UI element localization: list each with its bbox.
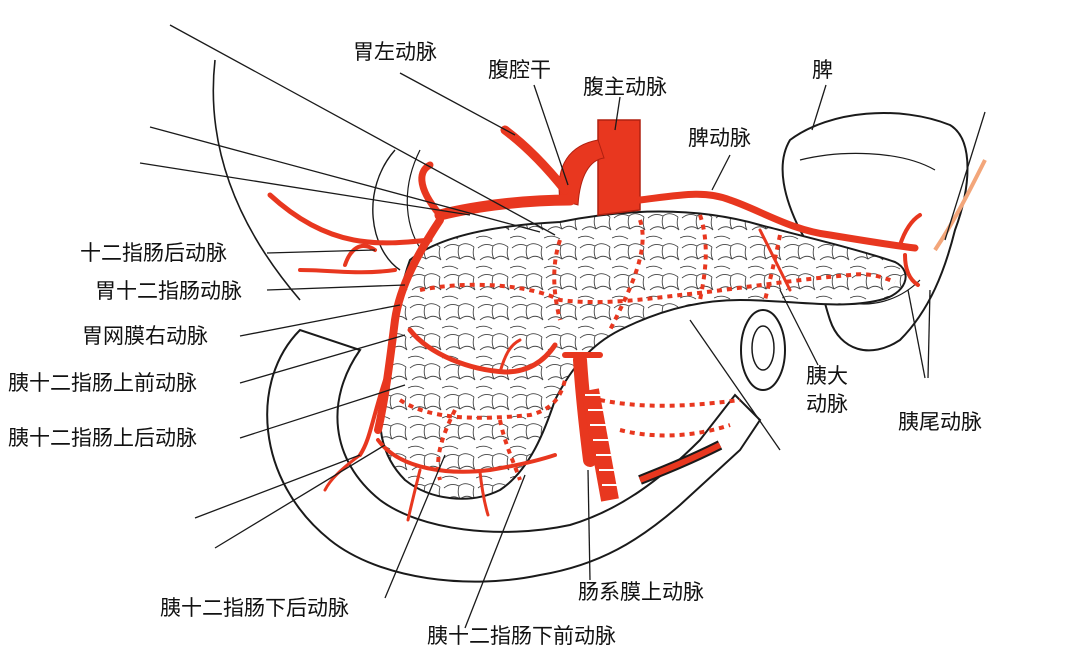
- label-post-sup-pancreaticoduodenal-artery: 胰十二指肠上后动脉: [8, 426, 197, 450]
- label-caudal-pancreatic-artery: 胰尾动脉: [898, 410, 982, 434]
- label-right-gastroepiploic-artery: 胃网膜右动脉: [82, 324, 208, 348]
- label-celiac-trunk: 腹腔干: [488, 58, 551, 82]
- vessel-cross-section: [740, 309, 786, 391]
- label-left-gastric-artery: 胃左动脉: [353, 40, 437, 64]
- label-great-pancreatic-artery-line2: 动脉: [806, 392, 848, 416]
- intrapancreatic-vessels: [398, 214, 896, 481]
- label-spleen: 脾: [812, 58, 833, 82]
- label-aorta: 腹主动脉: [583, 75, 667, 99]
- label-post-inf-pancreaticoduodenal-artery: 胰十二指肠下后动脉: [160, 596, 349, 620]
- leader-lines: [139, 24, 986, 629]
- pancreas: [379, 210, 907, 500]
- aorta-trunk: [558, 119, 641, 216]
- label-great-pancreatic-artery-line1: 胰大: [806, 364, 848, 388]
- label-posterior-duodenal-artery: 十二指肠后动脉: [80, 241, 227, 265]
- label-ant-sup-pancreaticoduodenal-artery: 胰十二指肠上前动脉: [8, 371, 197, 395]
- label-ant-inf-pancreaticoduodenal-artery: 胰十二指肠下前动脉: [427, 624, 616, 648]
- label-splenic-artery: 脾动脉: [688, 126, 751, 150]
- label-gastroduodenal-artery: 胃十二指肠动脉: [95, 279, 242, 303]
- label-superior-mesenteric-artery: 肠系膜上动脉: [578, 580, 704, 604]
- splenic-vein: [933, 159, 987, 252]
- mesenteric-vessels: [581, 388, 723, 502]
